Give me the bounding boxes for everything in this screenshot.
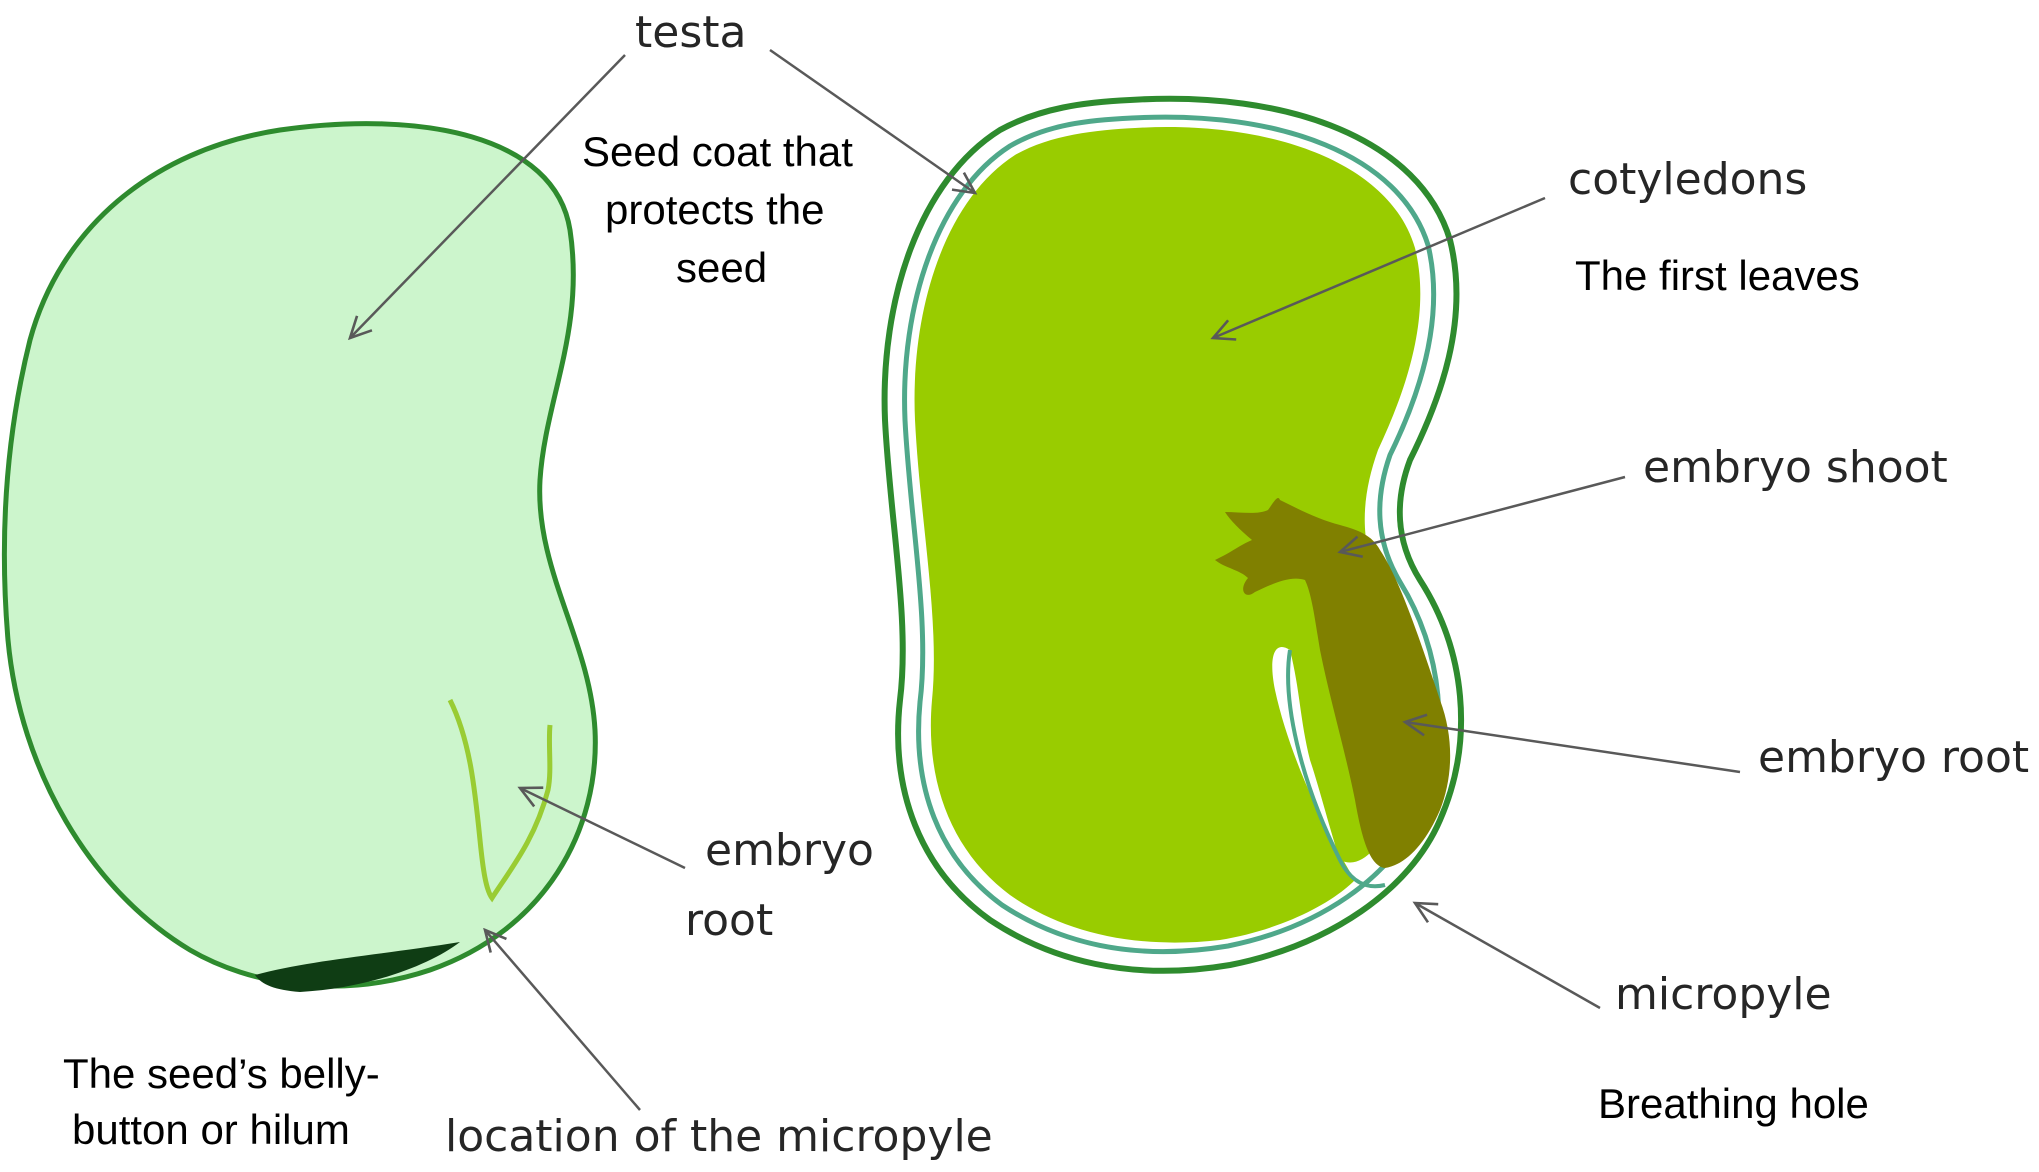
seed-exterior-body (4, 124, 595, 987)
label-cotyledons: cotyledons (1568, 155, 1807, 206)
label-micropyle: micropyle (1615, 970, 1832, 1021)
cotyledons-description: The first leaves (1575, 252, 1860, 300)
testa-description-line-3: seed (676, 244, 767, 292)
testa-description-line-1: Seed coat that (582, 128, 853, 176)
label-embryo-shoot: embryo shoot (1643, 443, 1948, 494)
micropyle-opening (1398, 895, 1410, 905)
hilum-description-line-2: button or hilum (72, 1106, 350, 1154)
hilum-description-line-1: The seed’s belly- (63, 1050, 380, 1098)
testa-description-line-2: protects the (605, 186, 824, 234)
label-embryo-root-left-line-1: embryo (705, 826, 874, 877)
micropyle-description: Breathing hole (1598, 1080, 1869, 1128)
arrow-micropyle (1415, 903, 1600, 1008)
label-embryo-root-right: embryo root (1758, 733, 2029, 784)
label-embryo-root-left-line-2: root (685, 896, 773, 947)
label-testa: testa (635, 8, 746, 59)
label-micropyle-location: location of the micropyle (445, 1112, 993, 1163)
arrow-micropyle-location (485, 930, 640, 1110)
